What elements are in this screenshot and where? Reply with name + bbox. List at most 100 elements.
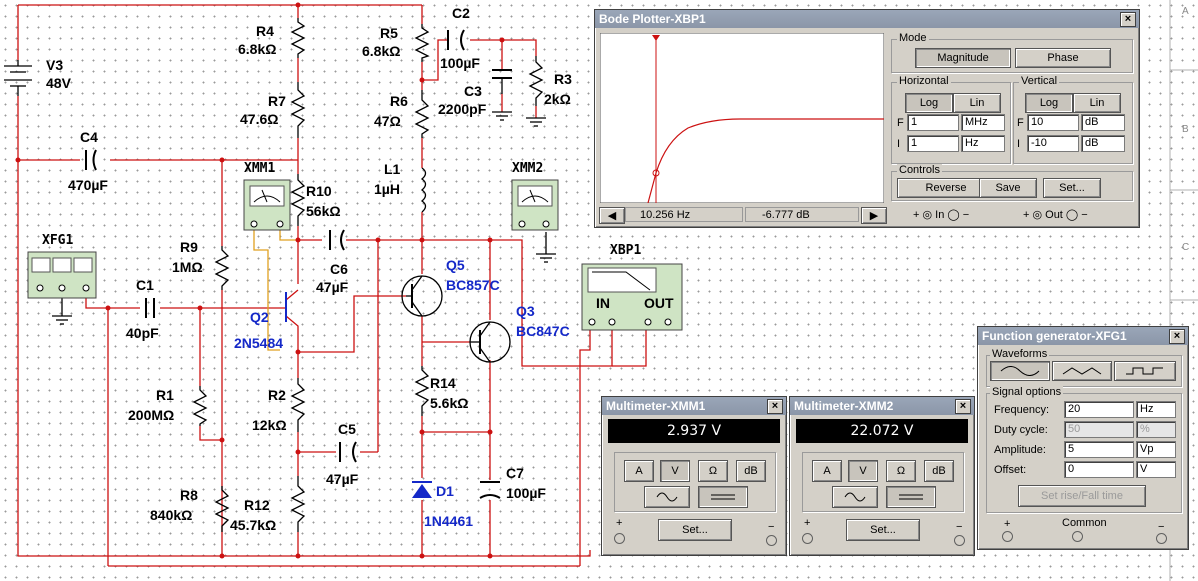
- offset-unit[interactable]: V: [1136, 461, 1176, 478]
- horizontal-lin-button[interactable]: Lin: [953, 93, 1001, 113]
- battery-v3[interactable]: [4, 60, 32, 96]
- label-r6: R6: [390, 93, 408, 109]
- vertical-lin-button[interactable]: Lin: [1073, 93, 1121, 113]
- capacitor-c4[interactable]: [85, 149, 97, 171]
- resistor-r9[interactable]: [214, 246, 230, 290]
- horizontal-log-button[interactable]: Log: [905, 93, 953, 113]
- frequency-unit[interactable]: Hz: [1136, 401, 1176, 418]
- instrument-xmm2[interactable]: [511, 179, 559, 231]
- fg-plus-terminal[interactable]: [1002, 531, 1013, 542]
- set-button[interactable]: Set...: [1043, 178, 1101, 198]
- fg-minus-terminal[interactable]: [1156, 533, 1167, 544]
- capacitor-c1[interactable]: [145, 298, 155, 318]
- mm1-titlebar[interactable]: Multimeter-XMM1 ×: [602, 397, 786, 415]
- mm1-plus-terminal[interactable]: [614, 533, 625, 544]
- mm1-close-button[interactable]: ×: [767, 398, 783, 414]
- resistor-r2[interactable]: [290, 378, 306, 432]
- capacitor-c2[interactable]: [447, 29, 465, 51]
- mm2-minus-terminal[interactable]: [954, 535, 965, 546]
- duty-cycle-unit[interactable]: %: [1136, 421, 1176, 438]
- horizontal-final-unit[interactable]: MHz: [961, 114, 1005, 131]
- bode-plot-area[interactable]: [600, 33, 884, 203]
- mm2-close-button[interactable]: ×: [955, 398, 971, 414]
- duty-cycle-input[interactable]: 50: [1064, 421, 1134, 438]
- mm2-ac-button[interactable]: [832, 486, 878, 508]
- mm2-ohmmeter-button[interactable]: Ω: [886, 460, 916, 482]
- transistor-q5[interactable]: [401, 275, 443, 317]
- capacitor-c3[interactable]: [492, 69, 512, 94]
- mm2-voltmeter-button[interactable]: V: [848, 460, 878, 482]
- amplitude-input[interactable]: 5: [1064, 441, 1134, 458]
- mm2-db-button[interactable]: dB: [924, 460, 954, 482]
- function-generator-window[interactable]: Function generator-XFG1 × Waveforms Sign…: [977, 326, 1189, 550]
- mm1-ohmmeter-button[interactable]: Ω: [698, 460, 728, 482]
- mm2-set-button[interactable]: Set...: [846, 519, 920, 541]
- transistor-q3[interactable]: [469, 321, 511, 363]
- mm1-ammeter-button[interactable]: A: [624, 460, 654, 482]
- bode-close-button[interactable]: ×: [1120, 11, 1136, 27]
- phase-button[interactable]: Phase: [1015, 48, 1111, 68]
- mm2-plus-terminal[interactable]: [802, 533, 813, 544]
- instrument-xbp1[interactable]: [581, 263, 683, 331]
- amplitude-unit[interactable]: Vp: [1136, 441, 1176, 458]
- capacitor-c5[interactable]: [339, 441, 357, 463]
- horizontal-final-input[interactable]: 1: [907, 114, 959, 131]
- mm1-minus-terminal[interactable]: [766, 535, 777, 546]
- resistor-r6[interactable]: [414, 90, 430, 138]
- bode-in-terminals[interactable]: + ◎ In ◯ −: [913, 209, 970, 221]
- triangle-wave-button[interactable]: [1052, 361, 1112, 381]
- magnitude-button[interactable]: Magnitude: [915, 48, 1011, 68]
- capacitor-c6[interactable]: [329, 229, 345, 251]
- square-wave-button[interactable]: [1114, 361, 1176, 381]
- instrument-xfg1[interactable]: [27, 251, 97, 299]
- horizontal-initial-input[interactable]: 1: [907, 135, 959, 152]
- multimeter-xmm1-window[interactable]: Multimeter-XMM1 × 2.937 V A V Ω dB Set..…: [601, 396, 787, 556]
- vertical-initial-input[interactable]: -10: [1027, 135, 1079, 152]
- offset-input[interactable]: 0: [1064, 461, 1134, 478]
- set-rise-fall-button[interactable]: Set rise/Fall time: [1018, 485, 1146, 507]
- mm2-ammeter-button[interactable]: A: [812, 460, 842, 482]
- resistor-r3[interactable]: [528, 56, 544, 106]
- instrument-xmm1[interactable]: [243, 179, 291, 231]
- fg-common-terminal[interactable]: [1072, 531, 1083, 542]
- resistor-r8[interactable]: [214, 486, 230, 532]
- vertical-final-unit[interactable]: dB: [1081, 114, 1125, 131]
- mm2-titlebar[interactable]: Multimeter-XMM2 ×: [790, 397, 974, 415]
- resistor-r1[interactable]: [192, 386, 208, 426]
- cursor-right-button[interactable]: ▶: [861, 207, 887, 224]
- mm1-set-button[interactable]: Set...: [658, 519, 732, 541]
- resistor-r5[interactable]: [414, 24, 430, 62]
- mm1-voltmeter-button[interactable]: V: [660, 460, 690, 482]
- resistor-r14[interactable]: [414, 366, 430, 416]
- resistor-r4[interactable]: [290, 18, 306, 58]
- vertical-initial-unit[interactable]: dB: [1081, 135, 1125, 152]
- vertical-log-button[interactable]: Log: [1025, 93, 1073, 113]
- inductor-l1[interactable]: [420, 167, 427, 213]
- capacitor-c7[interactable]: [479, 481, 501, 499]
- frequency-input[interactable]: 20: [1064, 401, 1134, 418]
- vertical-final-input[interactable]: 10: [1027, 114, 1079, 131]
- mm1-ac-button[interactable]: [644, 486, 690, 508]
- resistor-r7[interactable]: [290, 82, 306, 138]
- reverse-button[interactable]: Reverse: [897, 178, 995, 198]
- bode-titlebar[interactable]: Bode Plotter-XBP1 ×: [595, 10, 1139, 28]
- bode-out-terminals[interactable]: + ◎ Out ◯ −: [1023, 209, 1088, 221]
- cursor-left-button[interactable]: ◀: [599, 207, 625, 224]
- label-q5: Q5: [446, 257, 465, 273]
- diode-d1[interactable]: [412, 481, 432, 498]
- value-r10: 56kΩ: [306, 203, 341, 219]
- cursor-magnitude-readout: -6.777 dB: [745, 207, 859, 222]
- horizontal-initial-unit[interactable]: Hz: [961, 135, 1005, 152]
- fg-titlebar[interactable]: Function generator-XFG1 ×: [978, 327, 1188, 345]
- sine-wave-button[interactable]: [990, 361, 1050, 381]
- resistor-r10[interactable]: [290, 174, 306, 226]
- mm1-dc-button[interactable]: [698, 486, 748, 508]
- save-button[interactable]: Save: [979, 178, 1037, 198]
- multimeter-xmm2-window[interactable]: Multimeter-XMM2 × 22.072 V A V Ω dB Set.…: [789, 396, 975, 556]
- mm2-dc-button[interactable]: [886, 486, 936, 508]
- resistor-r12[interactable]: [290, 476, 306, 532]
- mm1-db-button[interactable]: dB: [736, 460, 766, 482]
- fg-close-button[interactable]: ×: [1169, 328, 1185, 344]
- bode-plotter-window[interactable]: Bode Plotter-XBP1 × Mode Magnitude Phase…: [594, 9, 1140, 228]
